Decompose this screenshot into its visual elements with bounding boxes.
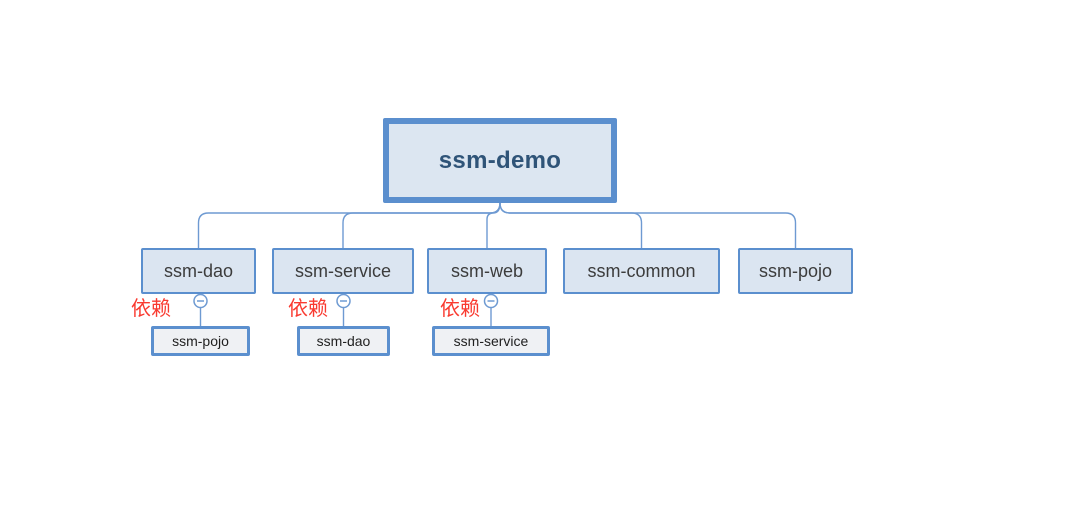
topic-label: ssm-demo [438,146,562,174]
topic-label: ssm-pojo [172,333,229,349]
topic-ssm-common[interactable]: ssm-common [563,248,720,294]
connector-root-to-ssm-pojo [499,202,797,248]
topic-label: ssm-pojo [758,260,833,281]
topic-ssm-service[interactable]: ssm-service [272,248,414,294]
topic-ssm-pojo[interactable]: ssm-pojo [738,248,853,294]
dependency-topic-ssm-service[interactable]: ssm-service [432,326,550,356]
topic-label: ssm-service [294,260,391,281]
topic-label: ssm-common [587,260,696,281]
topic-ssm-dao[interactable]: ssm-dao [141,248,256,294]
dependency-topic-ssm-pojo[interactable]: ssm-pojo [151,326,250,356]
topic-ssm-web[interactable]: ssm-web [427,248,547,294]
collapse-icon[interactable] [336,293,351,309]
connector-root-to-ssm-dao [197,202,501,248]
topic-label: ssm-service [453,333,529,349]
collapse-icon[interactable] [193,293,208,309]
connector-root-to-ssm-common [499,202,643,248]
dependency-topic-ssm-dao[interactable]: ssm-dao [297,326,390,356]
connector-root-to-ssm-service [342,202,501,248]
dependency-annotation: 依赖 [288,298,328,320]
topic-ssm-demo[interactable]: ssm-demo [383,118,617,203]
dependency-annotation: 依赖 [440,298,480,320]
dependency-annotation: 依赖 [131,298,171,320]
topic-label: ssm-dao [163,260,234,281]
topic-label: ssm-web [450,260,523,281]
collapse-icon[interactable] [483,293,499,309]
connector-root-to-ssm-web [486,202,501,248]
topic-label: ssm-dao [316,333,371,349]
